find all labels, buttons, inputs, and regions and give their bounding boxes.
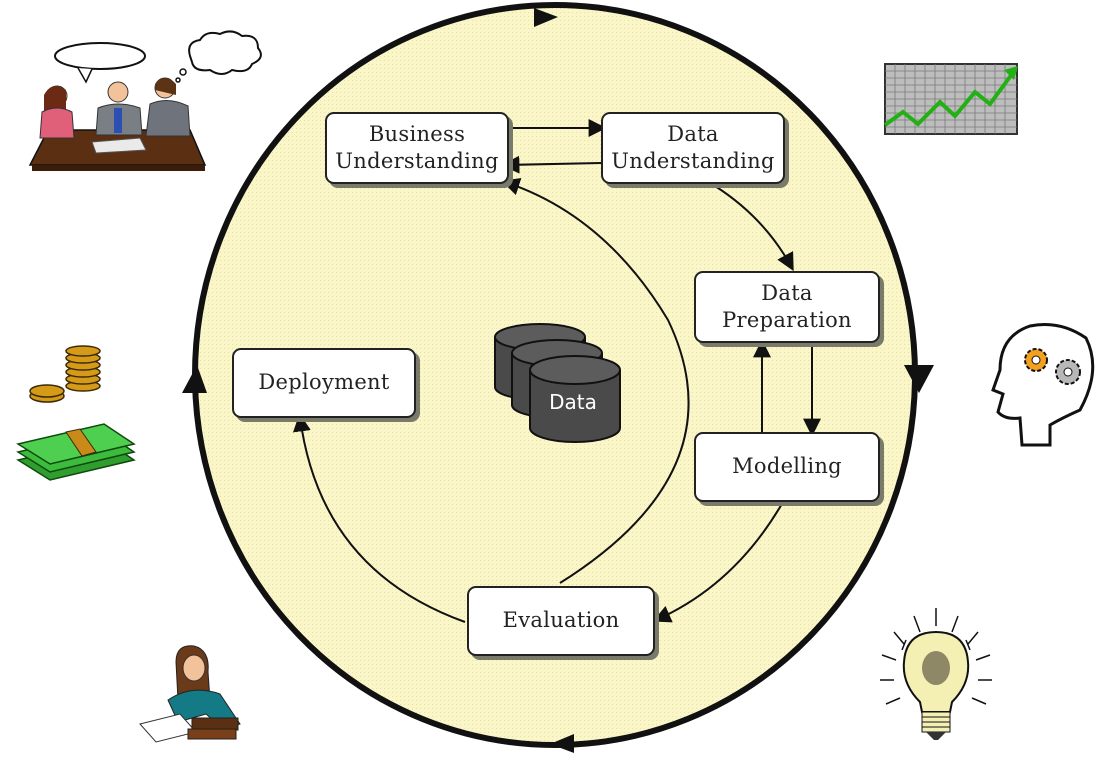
data-understanding-line2: Understanding — [611, 149, 775, 173]
deployment-label: Deployment — [258, 370, 390, 395]
arrow-evaluation-to-business — [501, 177, 690, 584]
business-understanding-line2: Understanding — [335, 149, 499, 173]
deployment-box: Deployment — [232, 348, 416, 418]
woman-writing-icon — [139, 645, 241, 743]
arrow-modelling-to-evaluation — [652, 501, 784, 623]
outer-arrow-left — [182, 365, 207, 393]
business-understanding-box: Business Understanding — [325, 112, 509, 184]
data-label: Data — [549, 390, 597, 414]
cylinder-front — [529, 355, 621, 443]
data-preparation-line2: Preparation — [722, 308, 852, 332]
money-icon — [16, 345, 136, 481]
data-cylinders — [494, 323, 621, 443]
evaluation-label: Evaluation — [502, 608, 620, 633]
arrow-evaluation-to-deployment — [292, 413, 466, 623]
data-understanding-box: Data Understanding — [601, 112, 785, 184]
arrow-data-understanding-to-business — [501, 155, 602, 174]
outer-cycle-arrowheads — [182, 8, 934, 753]
evaluation-box: Evaluation — [467, 586, 655, 656]
stock-chart-icon — [883, 63, 1018, 135]
outer-arrow-top — [534, 8, 558, 27]
modelling-box: Modelling — [694, 432, 880, 502]
modelling-label: Modelling — [732, 454, 842, 479]
outer-arrow-bottom — [550, 734, 574, 753]
light-bulb-icon — [880, 608, 992, 740]
data-understanding-line1: Data — [667, 121, 719, 146]
business-understanding-line1: Business — [368, 121, 466, 146]
arrow-data-understanding-to-preparation — [714, 185, 794, 272]
data-preparation-box: Data Preparation — [694, 271, 880, 343]
data-preparation-line1: Data — [761, 280, 813, 305]
head-gears-icon — [991, 323, 1095, 447]
meeting-clipart-icon — [28, 30, 262, 171]
outer-arrow-right — [904, 365, 934, 393]
